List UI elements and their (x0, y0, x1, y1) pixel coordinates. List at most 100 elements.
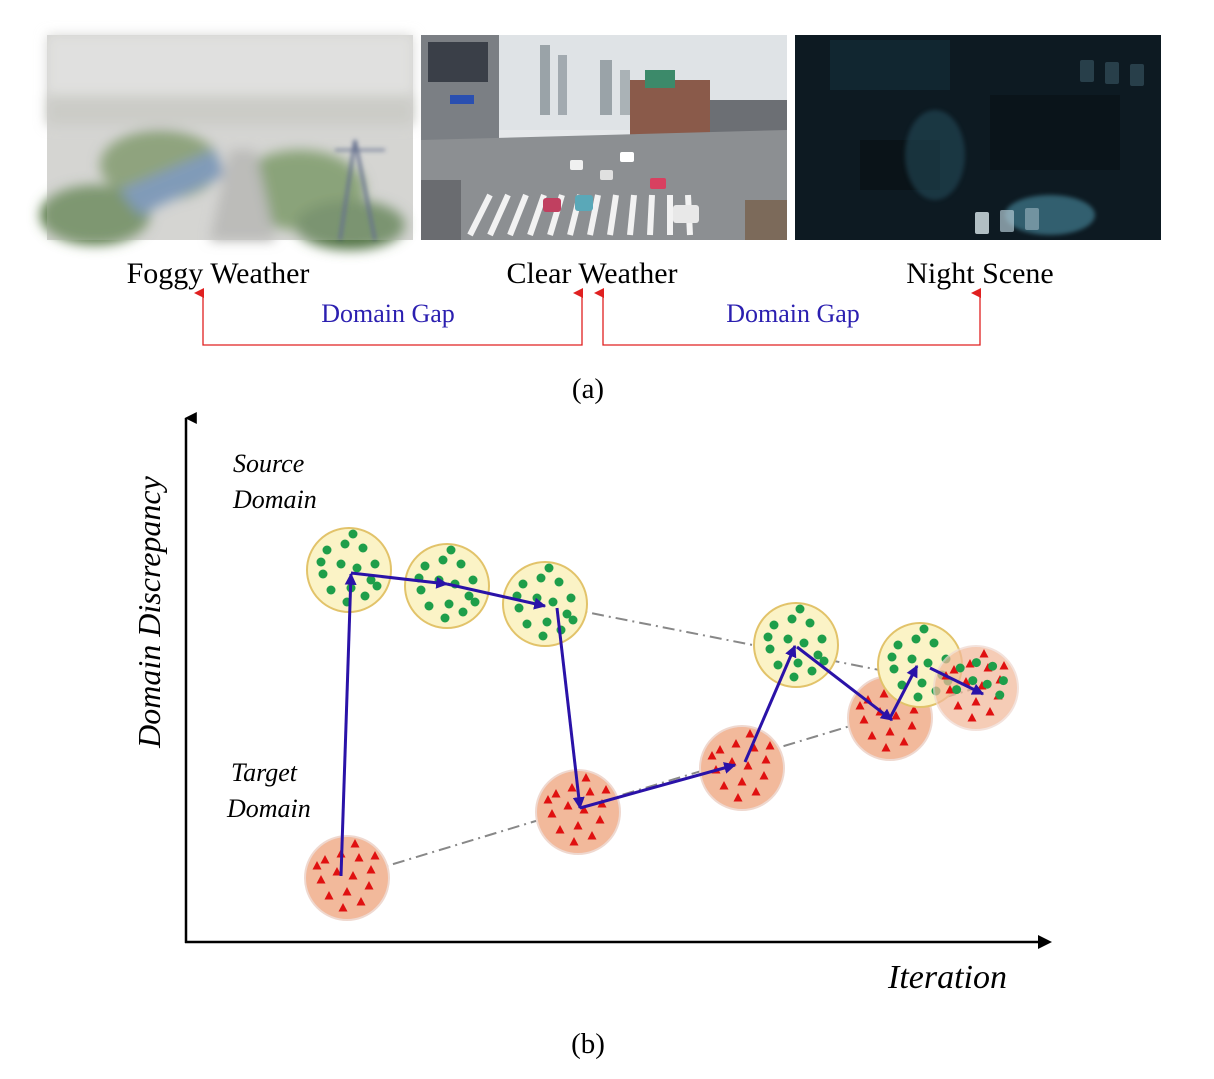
source-sample (982, 679, 992, 689)
path-arrow (339, 572, 357, 877)
source-sample (929, 638, 939, 648)
target-sample (595, 815, 605, 824)
source-sample (917, 678, 927, 688)
source-sample (988, 661, 998, 671)
target-sample (759, 771, 769, 780)
target-sample (320, 855, 330, 864)
source-sample (897, 680, 907, 690)
target-sample (971, 697, 981, 706)
target-sample (967, 713, 977, 722)
target-sample (885, 727, 895, 736)
photo-night (795, 35, 1161, 240)
source-sample (370, 559, 380, 569)
source-sample (793, 658, 803, 668)
source-sample (887, 652, 897, 662)
source-sample (817, 634, 827, 644)
target-sample (761, 755, 771, 764)
label-night: Night Scene (906, 257, 1053, 290)
source-sample (522, 619, 532, 629)
domain-gap-right-label: Domain Gap (726, 299, 860, 328)
target-sample (999, 661, 1009, 670)
source-sample (470, 597, 480, 607)
target-sample (370, 851, 380, 860)
source-sample (544, 563, 554, 573)
target-sample (867, 731, 877, 740)
source-sample (765, 644, 775, 654)
target-sample (899, 737, 909, 746)
target-sample (953, 701, 963, 710)
target-sample (859, 715, 869, 724)
source-sample (360, 591, 370, 601)
target-sample (979, 649, 989, 658)
target-sample (949, 665, 959, 674)
source-sample (440, 613, 450, 623)
target-sample (587, 831, 597, 840)
source-domain-label-1: Source (233, 449, 304, 478)
target-sample (338, 903, 348, 912)
photo-clear (421, 35, 787, 240)
source-sample (799, 638, 809, 648)
path-arrow (446, 582, 547, 610)
target-sample (332, 867, 342, 876)
photo-foggy (40, 35, 413, 250)
source-sample (322, 545, 332, 555)
source-sample (548, 597, 558, 607)
source-sample (372, 581, 382, 591)
source-sample (889, 664, 899, 674)
source-sample (795, 604, 805, 614)
target-sample (733, 793, 743, 802)
target-sample (316, 875, 326, 884)
source-sample (913, 692, 923, 702)
target-sample (909, 705, 919, 714)
source-sample (911, 634, 921, 644)
path-arrow (796, 645, 893, 722)
path-arrow (888, 664, 919, 719)
source-sample (813, 650, 823, 660)
target-sample (563, 801, 573, 810)
path-arrow (579, 762, 737, 810)
source-sample (468, 575, 478, 585)
label-foggy: Foggy Weather (127, 257, 310, 290)
target-sample (965, 659, 975, 668)
target-sample (569, 837, 579, 846)
target-sample (601, 785, 611, 794)
target-sample (985, 707, 995, 716)
source-sample (366, 575, 376, 585)
target-sample (745, 729, 755, 738)
target-sample (366, 865, 376, 874)
source-sample (348, 529, 358, 539)
target-sample (354, 853, 364, 862)
x-axis-label: Iteration (887, 959, 1007, 996)
target-sample (350, 839, 360, 848)
domain-gap-left-label: Domain Gap (321, 299, 455, 328)
target-cluster (699, 725, 785, 811)
target-sample (855, 701, 865, 710)
source-sample (562, 609, 572, 619)
target-sample (543, 795, 553, 804)
source-domain-label-2: Domain (232, 485, 317, 514)
clusters (304, 527, 1019, 921)
source-sample (532, 593, 542, 603)
target-sample (356, 897, 366, 906)
source-sample (352, 563, 362, 573)
source-sample (923, 658, 933, 668)
target-sample (907, 721, 917, 730)
source-sample (769, 620, 779, 630)
path-arrow (929, 666, 985, 696)
target-sample (573, 821, 583, 830)
source-sample (955, 663, 965, 673)
target-sample (707, 751, 717, 760)
source-sample (340, 539, 350, 549)
caption-a: (a) (572, 373, 604, 405)
source-sample (464, 591, 474, 601)
source-sample (518, 579, 528, 589)
source-sample (998, 676, 1008, 686)
source-sample (783, 634, 793, 644)
source-sample (893, 640, 903, 650)
source-sample (952, 685, 962, 695)
path-arrow (743, 644, 797, 763)
source-sample (438, 555, 448, 565)
source-sample (566, 593, 576, 603)
source-sample (907, 654, 917, 664)
x-axis-arrowhead (1038, 935, 1052, 949)
